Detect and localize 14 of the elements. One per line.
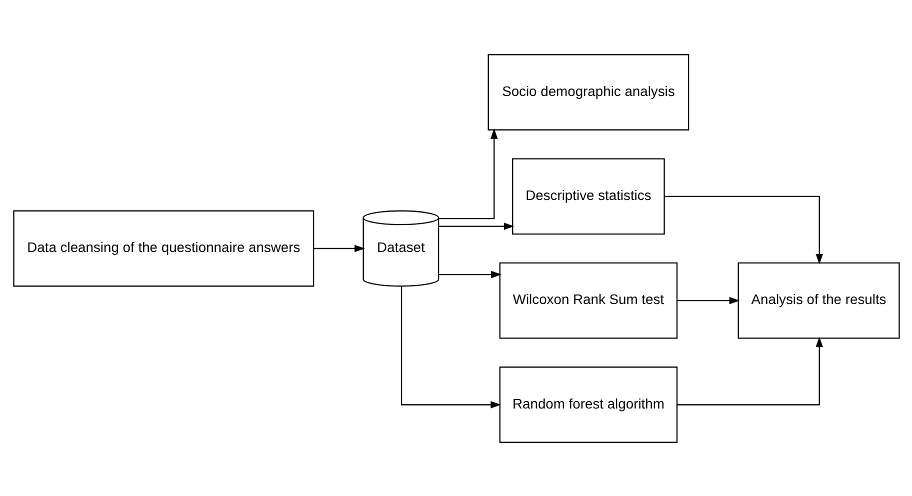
arrow (438, 128, 498, 219)
arrow (438, 222, 514, 230)
node-box: Analysis of the results (737, 262, 900, 338)
node-box: Data cleansing of the questionnaire answers (12, 210, 314, 286)
arrow (438, 270, 502, 278)
arrow (400, 286, 501, 408)
node-box: Wilcoxon Rank Sum test (498, 262, 678, 338)
arrow (313, 244, 365, 252)
arrow (664, 195, 822, 264)
node-box: Descriptive statistics (512, 158, 664, 234)
node-box: Random forest algorithm (498, 366, 678, 442)
arrow (676, 336, 822, 405)
arrow (676, 296, 740, 304)
node-box: Socio demographic analysis (487, 54, 689, 130)
